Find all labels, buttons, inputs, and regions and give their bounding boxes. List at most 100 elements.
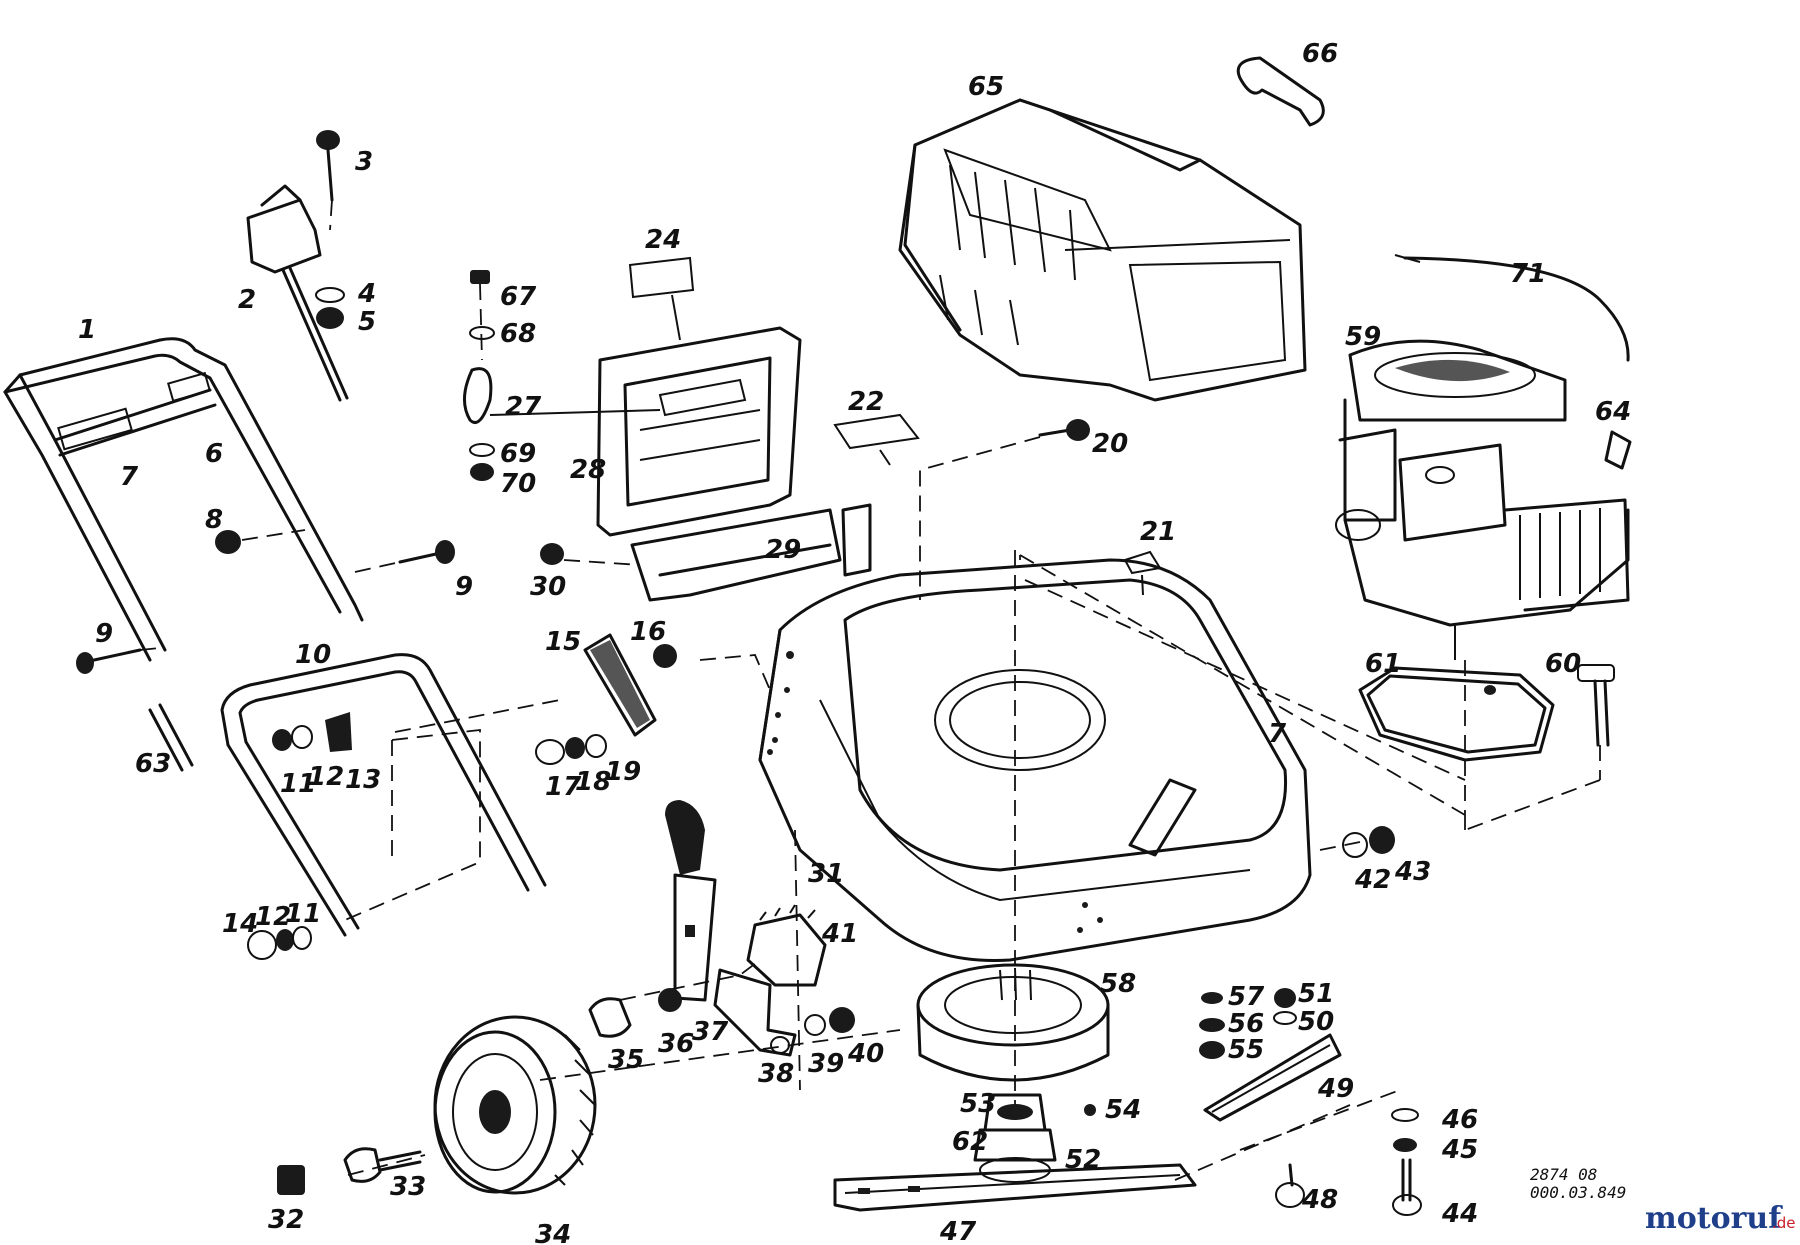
drawing-reference: 2874 08 000.03.849: [1530, 1165, 1626, 1202]
callout-33: 33: [390, 1172, 426, 1202]
callout-56: 56: [1228, 1009, 1264, 1039]
clip-part-63: [148, 703, 194, 772]
callout-16: 16: [630, 617, 666, 647]
callout-36: 36: [658, 1029, 694, 1059]
callout-67: 67: [500, 282, 537, 312]
callout-7-handle: 7: [120, 462, 139, 492]
callout-19: 19: [605, 757, 641, 787]
callout-53: 53: [960, 1089, 996, 1119]
mower-deck-part-31: [758, 558, 1312, 962]
callout-45: 45: [1441, 1135, 1478, 1165]
clip-part-64: [1604, 430, 1632, 470]
callout-28: 28: [570, 455, 606, 485]
callout-43: 43: [1394, 857, 1431, 887]
callout-59: 59: [1345, 322, 1381, 352]
upper-handle-part-1: [3, 337, 364, 662]
callout-63: 63: [135, 749, 171, 779]
callout-50: 50: [1298, 1007, 1334, 1037]
callout-46: 46: [1441, 1105, 1478, 1135]
callout-2: 2: [238, 285, 256, 315]
bag-handle-part-66: [1236, 56, 1325, 127]
callout-22: 22: [848, 387, 884, 417]
bolt-part-67-washers-68-70: [463, 270, 661, 481]
watermark-logo: motoruf .de: [1645, 1201, 1796, 1236]
callout-14: 14: [222, 909, 258, 939]
watermark-tld: .de: [1772, 1214, 1796, 1232]
fan-housing-part-58: [916, 963, 1110, 1082]
assembly-lines: [347, 550, 1601, 1181]
callout-62: 62: [952, 1127, 988, 1157]
wheel-part-34: [433, 1015, 597, 1195]
callout-18: 18: [575, 767, 611, 797]
callout-64: 64: [1595, 397, 1631, 427]
callout-13: 13: [345, 765, 381, 795]
switch-bracket-part-2: [246, 184, 349, 402]
height-lever-part-37: [665, 800, 717, 1002]
engine-part-59: [1335, 339, 1630, 660]
callout-9-right: 9: [455, 572, 473, 602]
callout-48: 48: [1301, 1185, 1338, 1215]
grass-catcher-part-65: [898, 98, 1307, 402]
callout-29: 29: [765, 535, 801, 565]
callout-34: 34: [535, 1220, 571, 1245]
callout-60: 60: [1545, 649, 1581, 679]
callout-32: 32: [268, 1205, 304, 1235]
callout-35: 35: [608, 1045, 644, 1075]
screw-part-3: [316, 130, 340, 231]
callout-37: 37: [692, 1017, 729, 1047]
callout-21: 21: [1140, 517, 1176, 547]
drawing-ref-line-2: 000.03.849: [1530, 1183, 1626, 1202]
engine-bolt-part-60: [1577, 664, 1615, 780]
nuts-parts-42-43: [1342, 826, 1395, 858]
adjuster-parts-15-19: [394, 633, 771, 765]
callout-71: 71: [1510, 259, 1546, 289]
drawing-ref-line-1: 2874 08: [1530, 1165, 1597, 1184]
callout-12-upper: 12: [308, 762, 344, 792]
callout-3: 3: [355, 147, 373, 177]
screw-part-20: [919, 419, 1090, 600]
callout-68: 68: [500, 319, 536, 349]
callout-1: 1: [78, 315, 96, 345]
callout-24: 24: [645, 225, 681, 255]
callout-17: 17: [545, 772, 582, 802]
blade-plate-part-49: [1203, 1033, 1342, 1122]
blade-part-47: [833, 1163, 1197, 1212]
callout-27: 27: [505, 392, 542, 422]
watermark-brand: motoruf: [1645, 1201, 1783, 1236]
callout-41: 41: [821, 919, 858, 949]
bolts-parts-8-9: [76, 529, 455, 674]
callout-5: 5: [358, 307, 376, 337]
washer-nut-parts-4-5: [315, 287, 345, 329]
callout-49: 49: [1317, 1074, 1354, 1104]
axle-bolt-part-33-cap-part-32: [277, 1147, 422, 1195]
blade-bolt-part-48: [1275, 1163, 1305, 1208]
callout-8: 8: [205, 505, 223, 535]
callout-6: 6: [205, 439, 223, 469]
part-number-callouts: 1 2 3 4 5 6 7 8 9 9 10 11 12 13 14 12 11…: [78, 39, 1631, 1245]
callout-65: 65: [968, 72, 1004, 102]
fasteners-parts-35-36-39-40: [588, 988, 855, 1038]
cable-part-71: [1394, 254, 1630, 362]
callout-11-lower: 11: [285, 899, 321, 929]
callout-38: 38: [758, 1059, 794, 1089]
callout-57: 57: [1228, 982, 1265, 1012]
callout-47: 47: [939, 1217, 977, 1245]
label-part-22: [833, 413, 920, 466]
callout-10: 10: [295, 640, 331, 670]
callout-11-upper: 11: [280, 769, 316, 799]
callout-54: 54: [1105, 1095, 1141, 1125]
callout-15: 15: [545, 627, 581, 657]
callout-58: 58: [1100, 969, 1136, 999]
callout-7-deck: 7: [1268, 719, 1287, 749]
callout-9-left: 9: [95, 619, 113, 649]
callout-31: 31: [808, 859, 844, 889]
callout-70: 70: [500, 469, 536, 499]
callout-30: 30: [530, 572, 566, 602]
washers-parts-44-46: [1391, 1108, 1422, 1216]
label-part-21: [1123, 550, 1162, 596]
callout-51: 51: [1298, 979, 1334, 1009]
lower-handle-part-10: [220, 653, 547, 937]
callout-55: 55: [1228, 1035, 1264, 1065]
callout-20: 20: [1092, 429, 1128, 459]
